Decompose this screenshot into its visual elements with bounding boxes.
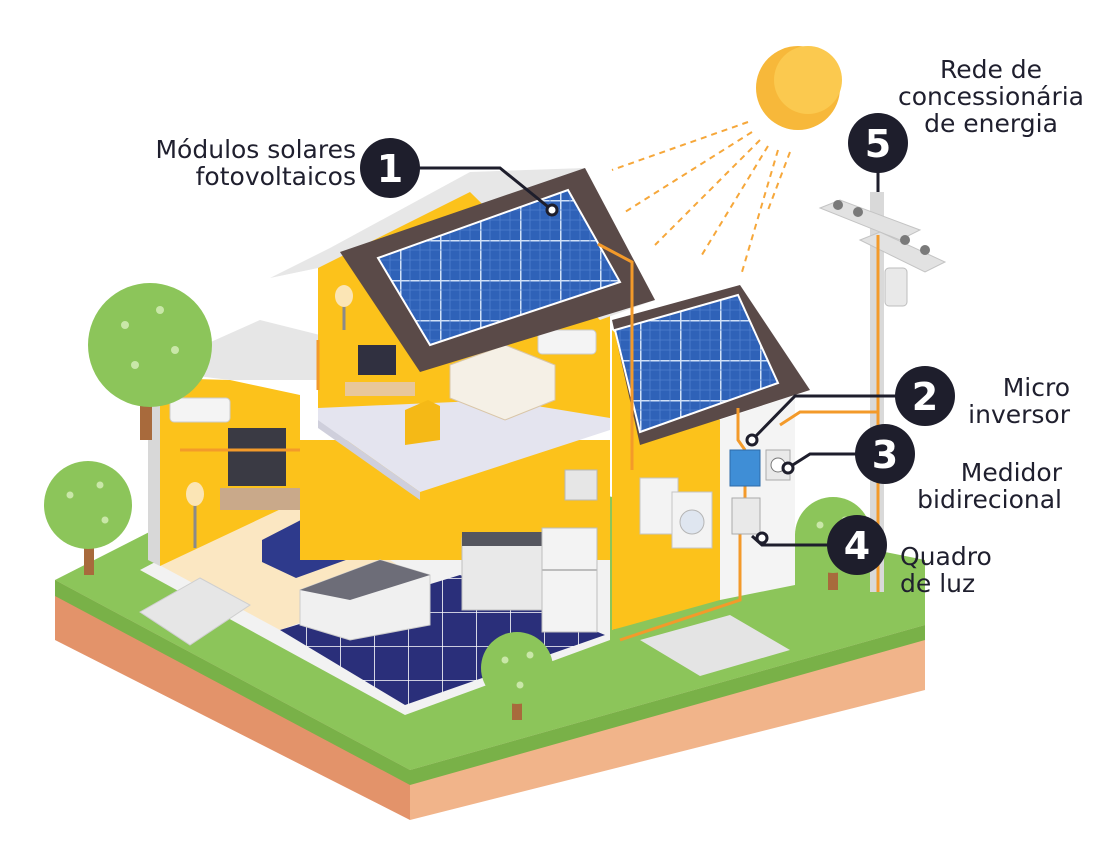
label-bidirectional-meter: Medidor bidirecional	[880, 459, 1062, 513]
upper-floor-edge	[318, 420, 420, 500]
crossarm-top	[818, 199, 922, 241]
label-solar-modules-line-1: Módulos solares	[155, 135, 356, 164]
label-breaker-panel-line-2: de luz	[900, 569, 976, 598]
tree-front-center	[481, 632, 553, 720]
badge-3-number: 3	[872, 433, 898, 477]
badge-1-number: 1	[377, 147, 403, 191]
counter-top	[300, 560, 430, 600]
badge-1: 1	[360, 138, 420, 198]
grass-edge	[55, 580, 925, 785]
label-utility-grid-line-1: Rede de	[939, 55, 1043, 84]
badge-4: 4	[827, 515, 887, 575]
sun-group	[611, 46, 842, 273]
main-roof	[270, 168, 655, 372]
lamp-shade-left	[186, 482, 204, 506]
tv-stand	[220, 488, 302, 510]
badge-4-number: 4	[844, 524, 870, 568]
wall-lamp-shade	[335, 285, 353, 307]
insulator-4	[920, 245, 930, 255]
leader-2	[750, 394, 900, 442]
label-solar-modules-line-2: fotovoltaicos	[195, 162, 356, 191]
air-conditioner-upper	[537, 329, 597, 355]
label-utility-grid-line-2: concessionária	[897, 82, 1084, 111]
wire-right-roof-to-inverter	[736, 408, 747, 451]
crossarm-bottom	[858, 231, 947, 273]
fridge	[541, 527, 598, 633]
leader-1-dot	[545, 203, 559, 217]
stove	[461, 537, 543, 611]
label-utility-grid-line-3: de energia	[924, 109, 1058, 138]
chair	[405, 400, 440, 445]
leader-2-dot	[745, 433, 759, 447]
badge-3: 3	[855, 424, 915, 484]
transformer	[884, 267, 908, 307]
breaker-panel-device	[731, 497, 761, 535]
sun-highlight	[774, 46, 842, 114]
kitchen	[299, 440, 610, 641]
badge-2: 2	[895, 366, 955, 426]
upper-floor-slab	[318, 400, 610, 492]
utility-pole	[818, 192, 947, 592]
kitchen-window-box	[564, 469, 598, 501]
tree-front-left	[44, 461, 132, 575]
sun-rays	[611, 121, 791, 273]
tv	[228, 428, 286, 486]
right-wing	[612, 285, 810, 630]
wire-panel-to-floor	[619, 530, 742, 642]
computer-monitor	[358, 345, 396, 375]
badge-2-number: 2	[912, 375, 938, 419]
badge-5: 5	[848, 113, 908, 173]
air-conditioner-left	[169, 397, 231, 423]
label-solar-modules: Módulos solares fotovoltaicos	[118, 136, 356, 190]
stairs	[139, 577, 251, 646]
wire-meter-to-pole	[779, 410, 878, 427]
stove-top	[462, 532, 542, 546]
wire-house-branch	[180, 340, 320, 452]
leader-3-dot	[781, 461, 795, 475]
tree-back-left	[88, 283, 212, 440]
label-bidirectional-meter-line-2: bidirecional	[917, 485, 1062, 514]
leader-3	[787, 452, 860, 470]
badge-5-number: 5	[865, 122, 891, 166]
insulator-2	[853, 207, 863, 217]
sidewalk	[640, 615, 790, 676]
leader-4	[750, 534, 832, 547]
label-breaker-panel: Quadro de luz	[900, 543, 1030, 597]
label-utility-grid: Rede de concessionária de energia	[880, 56, 1102, 137]
leader-lines	[410, 166, 900, 547]
leader-1	[410, 166, 553, 212]
label-breaker-panel-line-1: Quadro	[900, 542, 992, 571]
insulator-1	[833, 200, 843, 210]
label-micro-inverter-line-2: inversor	[968, 400, 1070, 429]
insulator-3	[900, 235, 910, 245]
roof-panel-array-main	[376, 188, 622, 347]
wire-roof-to-wall	[597, 242, 634, 470]
label-micro-inverter-line-1: Micro	[1002, 373, 1070, 402]
dryer-door	[679, 509, 705, 535]
label-micro-inverter: Micro inversor	[930, 374, 1070, 428]
leader-4-dot	[755, 531, 769, 545]
micro-inverter-device	[729, 449, 761, 487]
desk	[345, 382, 415, 396]
devices	[729, 449, 791, 535]
label-bidirectional-meter-line-1: Medidor	[960, 458, 1062, 487]
